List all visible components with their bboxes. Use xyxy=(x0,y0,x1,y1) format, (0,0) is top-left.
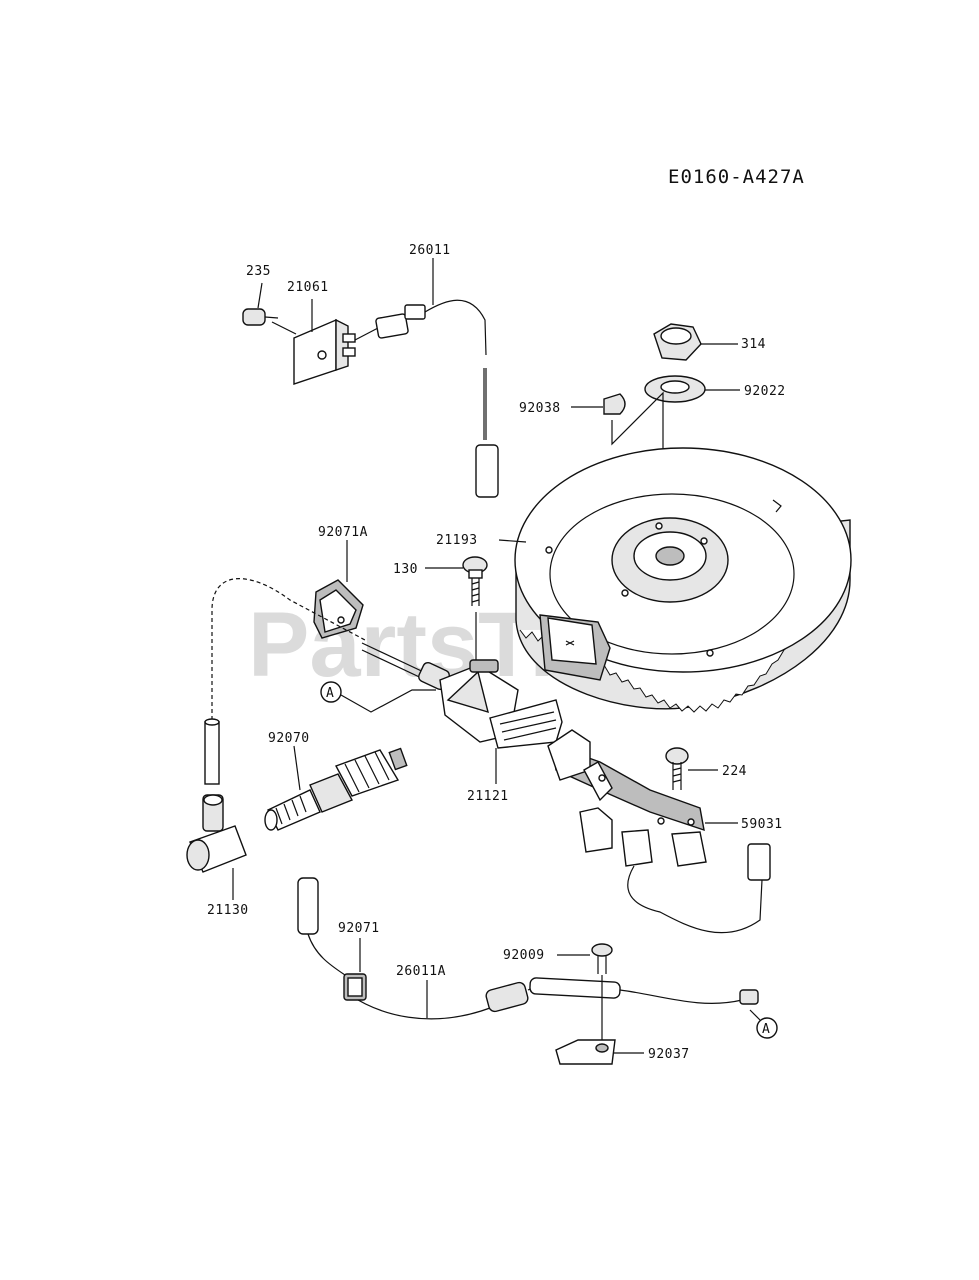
label-235[interactable]: 235 xyxy=(246,264,271,279)
leader-21193 xyxy=(498,539,527,543)
flywheel-21193[interactable] xyxy=(514,447,852,713)
nut-314[interactable] xyxy=(653,323,702,361)
label-92009[interactable]: 92009 xyxy=(503,948,545,963)
leader-callout-a-left xyxy=(340,689,436,713)
ignition-coil-21121[interactable] xyxy=(361,642,563,749)
washer-92022[interactable] xyxy=(644,375,706,403)
diagram-code: E0160-A427A xyxy=(668,166,805,188)
regulator-21061[interactable] xyxy=(293,318,356,385)
screw-92009[interactable] xyxy=(591,943,613,974)
label-21130[interactable]: 21130 xyxy=(207,903,249,918)
label-26011A[interactable]: 26011A xyxy=(396,964,446,979)
label-92070[interactable]: 92070 xyxy=(268,731,310,746)
label-21061[interactable]: 21061 xyxy=(287,280,329,295)
label-92071[interactable]: 92071 xyxy=(338,921,380,936)
flywheel-magnet xyxy=(539,614,611,681)
charging-coil-59031[interactable] xyxy=(547,729,771,934)
label-92022[interactable]: 92022 xyxy=(744,384,786,399)
label-130[interactable]: 130 xyxy=(393,562,418,577)
label-59031[interactable]: 59031 xyxy=(741,817,783,832)
dashed-route-ignition xyxy=(211,578,366,720)
lead-wire-26011A[interactable] xyxy=(297,877,759,1020)
bolt-130[interactable] xyxy=(462,556,488,606)
label-314[interactable]: 314 xyxy=(741,337,766,352)
screw-224[interactable] xyxy=(665,747,689,790)
label-92038[interactable]: 92038 xyxy=(519,401,561,416)
leader-callout-a-right xyxy=(749,1009,761,1021)
label-26011[interactable]: 26011 xyxy=(409,243,451,258)
svg-text:A: A xyxy=(762,1022,770,1037)
key-92038[interactable] xyxy=(603,393,626,415)
label-92037[interactable]: 92037 xyxy=(648,1047,690,1062)
label-21193[interactable]: 21193 xyxy=(436,533,478,548)
bracket-92037[interactable] xyxy=(555,1039,616,1065)
bolt-235[interactable] xyxy=(242,308,279,326)
clamp-92071[interactable] xyxy=(343,973,367,1001)
lead-wire-26011[interactable] xyxy=(354,299,499,498)
label-21121[interactable]: 21121 xyxy=(467,789,509,804)
label-92071A[interactable]: 92071A xyxy=(318,525,368,540)
spark-plug-92070[interactable] xyxy=(264,747,408,831)
plug-cap-21130[interactable] xyxy=(186,718,247,873)
label-224[interactable]: 224 xyxy=(722,764,747,779)
leader-235 xyxy=(257,282,263,309)
callout-a-right: A xyxy=(756,1017,778,1039)
svg-text:A: A xyxy=(326,686,334,701)
callout-a-left: A xyxy=(320,681,342,703)
clip-92071A[interactable] xyxy=(313,579,364,639)
leader-235b xyxy=(271,321,297,335)
leader-92070 xyxy=(293,745,301,791)
